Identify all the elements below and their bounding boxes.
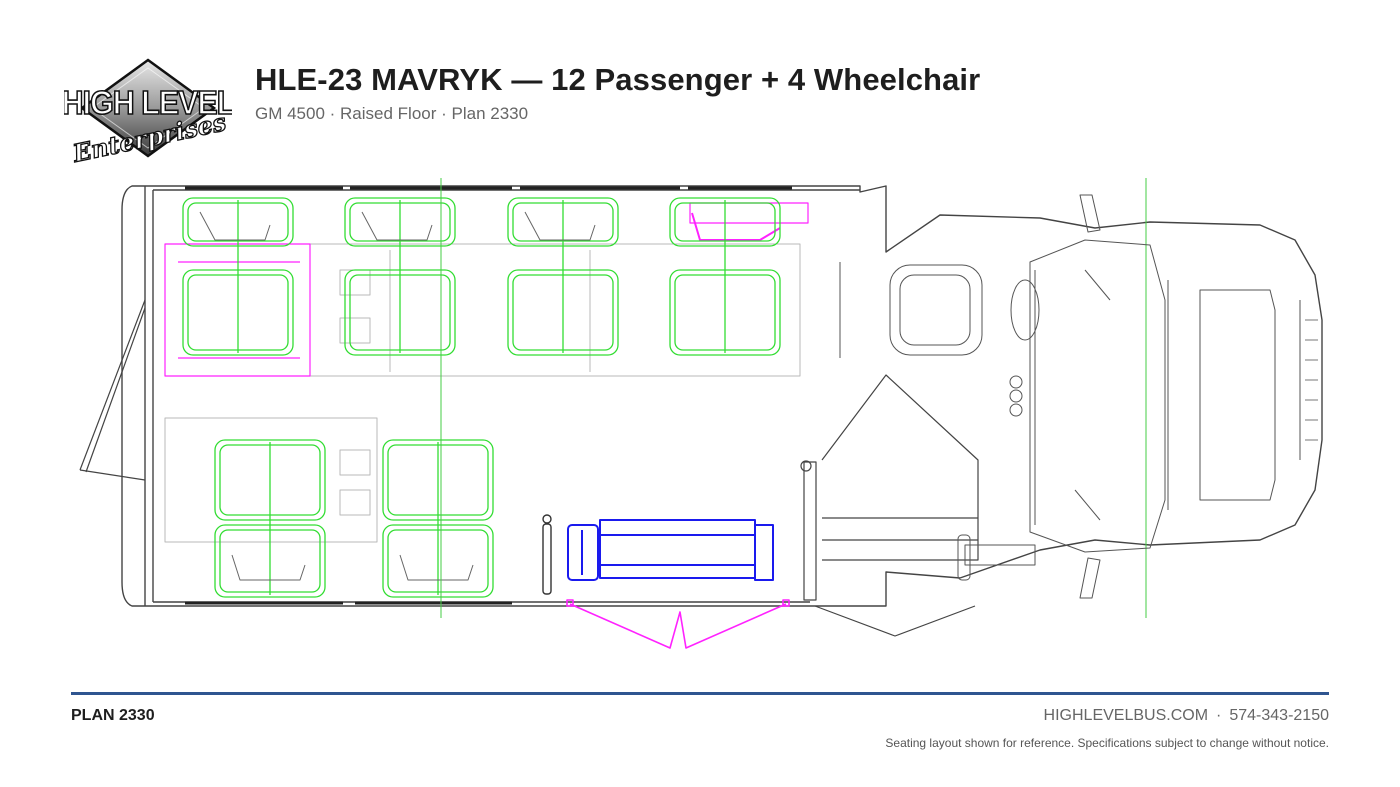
page-subtitle: GM 4500 · Raised Floor · Plan 2330 (255, 104, 529, 123)
footer-divider (71, 692, 1329, 695)
passenger-seats (182, 197, 781, 598)
body-outline (121, 185, 1323, 607)
rear-door (79, 299, 146, 481)
svg-text:HIGH LEVEL: HIGH LEVEL (64, 84, 232, 121)
plan-number: PLAN 2330 (71, 707, 155, 724)
website-link[interactable]: HIGHLEVELBUS.COM (1043, 707, 1209, 724)
seat-restraints (199, 211, 596, 581)
centerlines (440, 178, 1147, 618)
page-title: HLE-23 MAVRYK — 12 Passenger + 4 Wheelch… (255, 62, 981, 97)
lift-door (566, 599, 790, 649)
window-strips (185, 186, 792, 605)
wheelchair-lift (567, 519, 774, 581)
phone-number[interactable]: 574-343-2150 (1229, 707, 1329, 724)
stanchion (542, 514, 552, 595)
floor-tracks (164, 243, 801, 543)
company-logo: HIGH LEVEL Enterprises (61, 56, 237, 169)
entry-door (800, 374, 979, 637)
bus-floorplan-diagram (0, 170, 1400, 680)
disclaimer-text: Seating layout shown for reference. Spec… (885, 736, 1329, 750)
contact-info: HIGHLEVELBUS.COM · 574-343-2150 (1044, 707, 1329, 725)
driver-seat (839, 262, 983, 358)
cab (957, 194, 1318, 599)
contact-separator: · (1216, 707, 1222, 724)
